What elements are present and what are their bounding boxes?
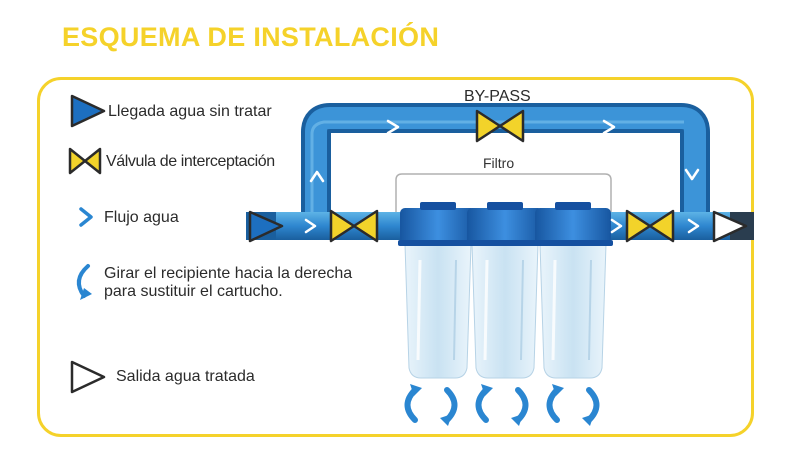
valve-icon	[625, 209, 675, 243]
rotate-arrow-icon	[404, 384, 422, 423]
filter-housing-1	[398, 202, 478, 379]
legend-inlet-arrow-icon	[70, 94, 106, 128]
chevron-right-icon	[610, 218, 623, 234]
rotate-arrow-icon	[546, 384, 564, 423]
legend-rotate-arrow-icon	[76, 264, 92, 300]
legend-valve-text: Válvula de interceptación	[106, 153, 275, 170]
legend-rotate-text-1: Girar el recipiente hacia la derecha	[104, 265, 353, 282]
chevron-down-icon	[684, 168, 700, 181]
legend-outlet-text: Salida agua tratada	[116, 368, 255, 385]
diagram-frame	[37, 77, 754, 437]
page-title: ESQUEMA DE INSTALACIÓN	[62, 22, 440, 52]
rotate-arrow-icon	[511, 387, 529, 426]
rotate-arrow-icon	[440, 387, 458, 426]
valve-icon	[475, 109, 525, 143]
rotate-arrow-icon	[475, 384, 493, 423]
chevron-up-icon	[309, 170, 325, 183]
legend-chevron-right-icon	[79, 207, 93, 227]
chevron-right-icon	[687, 218, 700, 234]
inlet-arrow-icon	[248, 210, 284, 243]
outlet-arrow-icon	[712, 210, 748, 243]
legend-flow-text: Flujo agua	[104, 209, 179, 226]
chevron-right-icon	[386, 119, 400, 135]
valve-icon	[329, 209, 379, 243]
filter-housing-2	[465, 202, 545, 379]
filter-housing-3	[533, 202, 613, 379]
filter-enclosure	[395, 173, 612, 212]
legend-inlet-text: Llegada agua sin tratar	[108, 103, 272, 120]
filter-label: Filtro	[483, 155, 515, 171]
legend-outlet-arrow-icon	[70, 360, 106, 394]
bypass-label: BY-PASS	[464, 88, 531, 105]
chevron-right-icon	[304, 218, 317, 234]
chevron-right-icon	[602, 119, 616, 135]
bypass-pipe	[301, 103, 710, 214]
legend-valve-icon	[68, 147, 102, 175]
legend-rotate-text-2: para sustituir el cartucho.	[104, 283, 283, 300]
rotate-arrow-icon	[582, 387, 600, 426]
rotation-arrows	[404, 384, 600, 426]
